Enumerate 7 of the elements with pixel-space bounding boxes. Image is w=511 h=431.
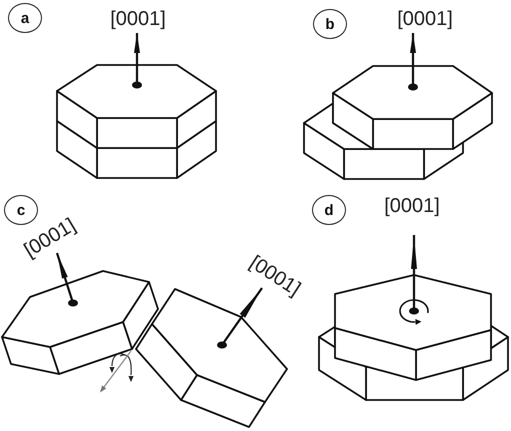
axis-label: [0001] — [397, 9, 453, 29]
axis-label: [0001] — [110, 9, 166, 29]
panel-label: d — [312, 195, 346, 225]
panel-label: a — [8, 3, 42, 33]
panel-label: c — [4, 195, 38, 225]
axis-label: [0001] — [384, 196, 440, 216]
panel-label: b — [313, 9, 347, 39]
